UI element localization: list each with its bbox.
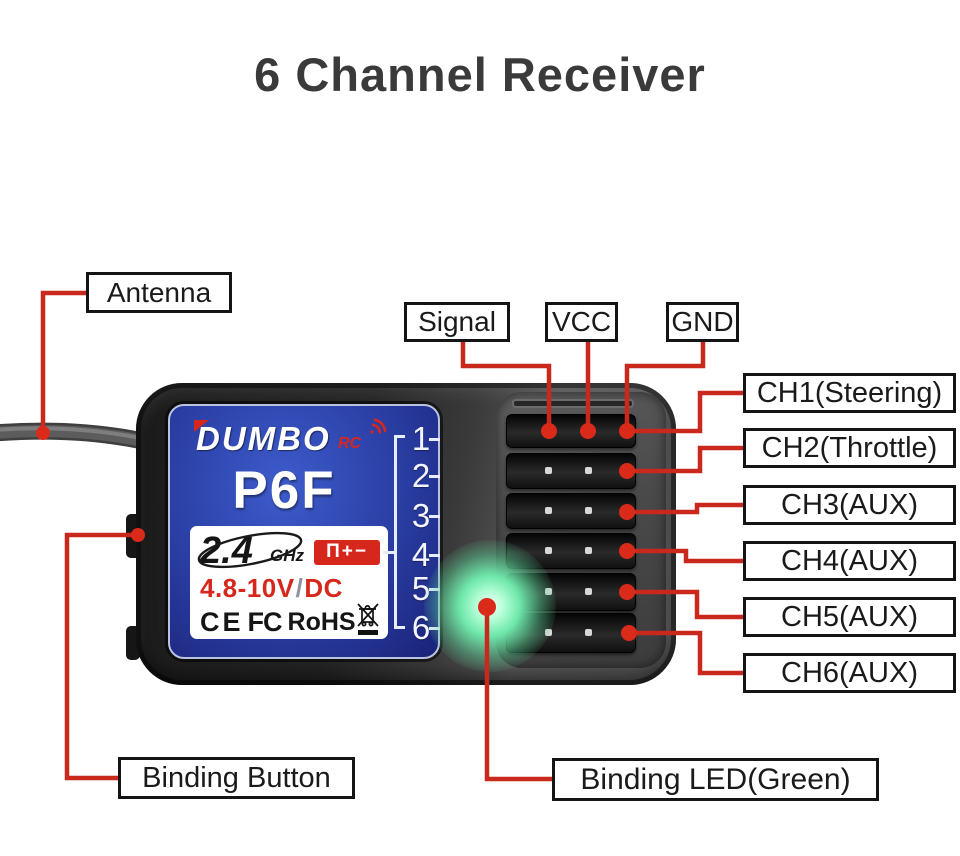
channel-label-1: CH1(Steering) <box>743 373 956 413</box>
wire-ch5 <box>627 589 743 620</box>
wire-ch1 <box>628 390 743 434</box>
dot-signal <box>541 423 557 439</box>
pin-number-3: 3 <box>411 497 431 534</box>
pin-contact <box>585 588 592 595</box>
pin-contact <box>545 547 552 554</box>
pin-dash-4 <box>429 554 440 557</box>
antenna-label: Antenna <box>86 272 232 313</box>
binding-button-label: Binding Button <box>118 757 355 799</box>
brand-suffix: RC <box>338 435 362 452</box>
wire-signal <box>460 341 552 428</box>
dot-ch3 <box>619 504 635 520</box>
pin-number-2: 2 <box>411 457 431 494</box>
brand-logo: DUMBO RC <box>190 418 420 458</box>
channel-label-5: CH5(AUX) <box>743 597 956 637</box>
pin-contact <box>585 547 592 554</box>
weee-bin-icon <box>356 602 380 635</box>
binding-led-label: Binding LED(Green) <box>552 758 879 801</box>
pin-number-4: 4 <box>411 536 431 573</box>
wire-ch4 <box>627 548 743 564</box>
pin-contact <box>585 467 592 474</box>
dot-binding-button <box>131 528 145 542</box>
vcc-label: VCC <box>545 302 618 342</box>
pin-dash-1 <box>429 438 440 441</box>
dot-ch2 <box>619 463 635 479</box>
pin-dash-2 <box>429 475 440 478</box>
pin-row-ch2 <box>506 453 636 489</box>
fcc-mark: FC <box>247 606 283 637</box>
top-slot <box>512 399 634 408</box>
rohs-mark: RoHS <box>287 607 356 636</box>
wifi-signal-icon <box>366 414 392 438</box>
model-text: P6F <box>232 461 336 520</box>
channel-label-3: CH3(AUX) <box>743 485 956 525</box>
pin-bracket-line <box>394 435 397 629</box>
dot-ch4 <box>619 543 635 559</box>
frequency-row: 2.4 GHz П+− <box>197 530 380 572</box>
wire-binding-button <box>64 532 138 781</box>
pin-contact <box>545 507 552 514</box>
signal-label: Signal <box>404 302 510 342</box>
page-title: 6 Channel Receiver <box>254 48 706 101</box>
certifications-row: CE FC RoHS <box>200 602 380 640</box>
ce-mark: CE <box>200 606 244 637</box>
wire-ch6 <box>629 630 743 676</box>
dot-ch6 <box>621 625 637 641</box>
voltage-type: DC <box>304 573 343 603</box>
pin-contact <box>545 467 552 474</box>
wire-ch2 <box>627 445 743 474</box>
channel-label-6: CH6(AUX) <box>743 653 956 693</box>
dot-binding-led <box>478 598 496 616</box>
gnd-label: GND <box>666 302 739 342</box>
power-polarity-badge: П+− <box>314 540 380 565</box>
pin-dash-3 <box>429 515 440 518</box>
dot-gnd-ch1 <box>619 423 635 439</box>
wire-gnd <box>624 341 706 428</box>
dot-antenna <box>36 426 50 440</box>
receiver-device: DUMBO RC P6F 2.4 GHz <box>136 383 676 685</box>
voltage-row: 4.8-10V/DC <box>200 573 380 604</box>
wire-binding-led <box>484 607 552 782</box>
brand-text: DUMBO <box>196 420 331 457</box>
pin-bracket-tick-bottom <box>394 626 405 629</box>
product-label: DUMBO RC P6F 2.4 GHz <box>168 404 440 659</box>
wire-ch3 <box>627 502 743 515</box>
channel-label-4: CH4(AUX) <box>743 541 956 581</box>
weee-bar <box>358 629 378 635</box>
dot-vcc <box>580 423 596 439</box>
pin-contact <box>585 629 592 636</box>
dot-ch5 <box>619 584 635 600</box>
pin-contact <box>585 507 592 514</box>
pin-bracket-tick-top <box>394 435 405 438</box>
spec-panel: 2.4 GHz П+− 4.8-10V/DC CE FC RoHS <box>190 526 388 639</box>
pin-bracket-tick-middle <box>383 551 394 554</box>
wire-antenna <box>40 290 88 430</box>
channel-label-2: CH2(Throttle) <box>743 428 956 468</box>
pin-number-1: 1 <box>411 420 431 457</box>
voltage-range: 4.8-10V <box>200 573 295 603</box>
voltage-separator: / <box>295 573 304 603</box>
